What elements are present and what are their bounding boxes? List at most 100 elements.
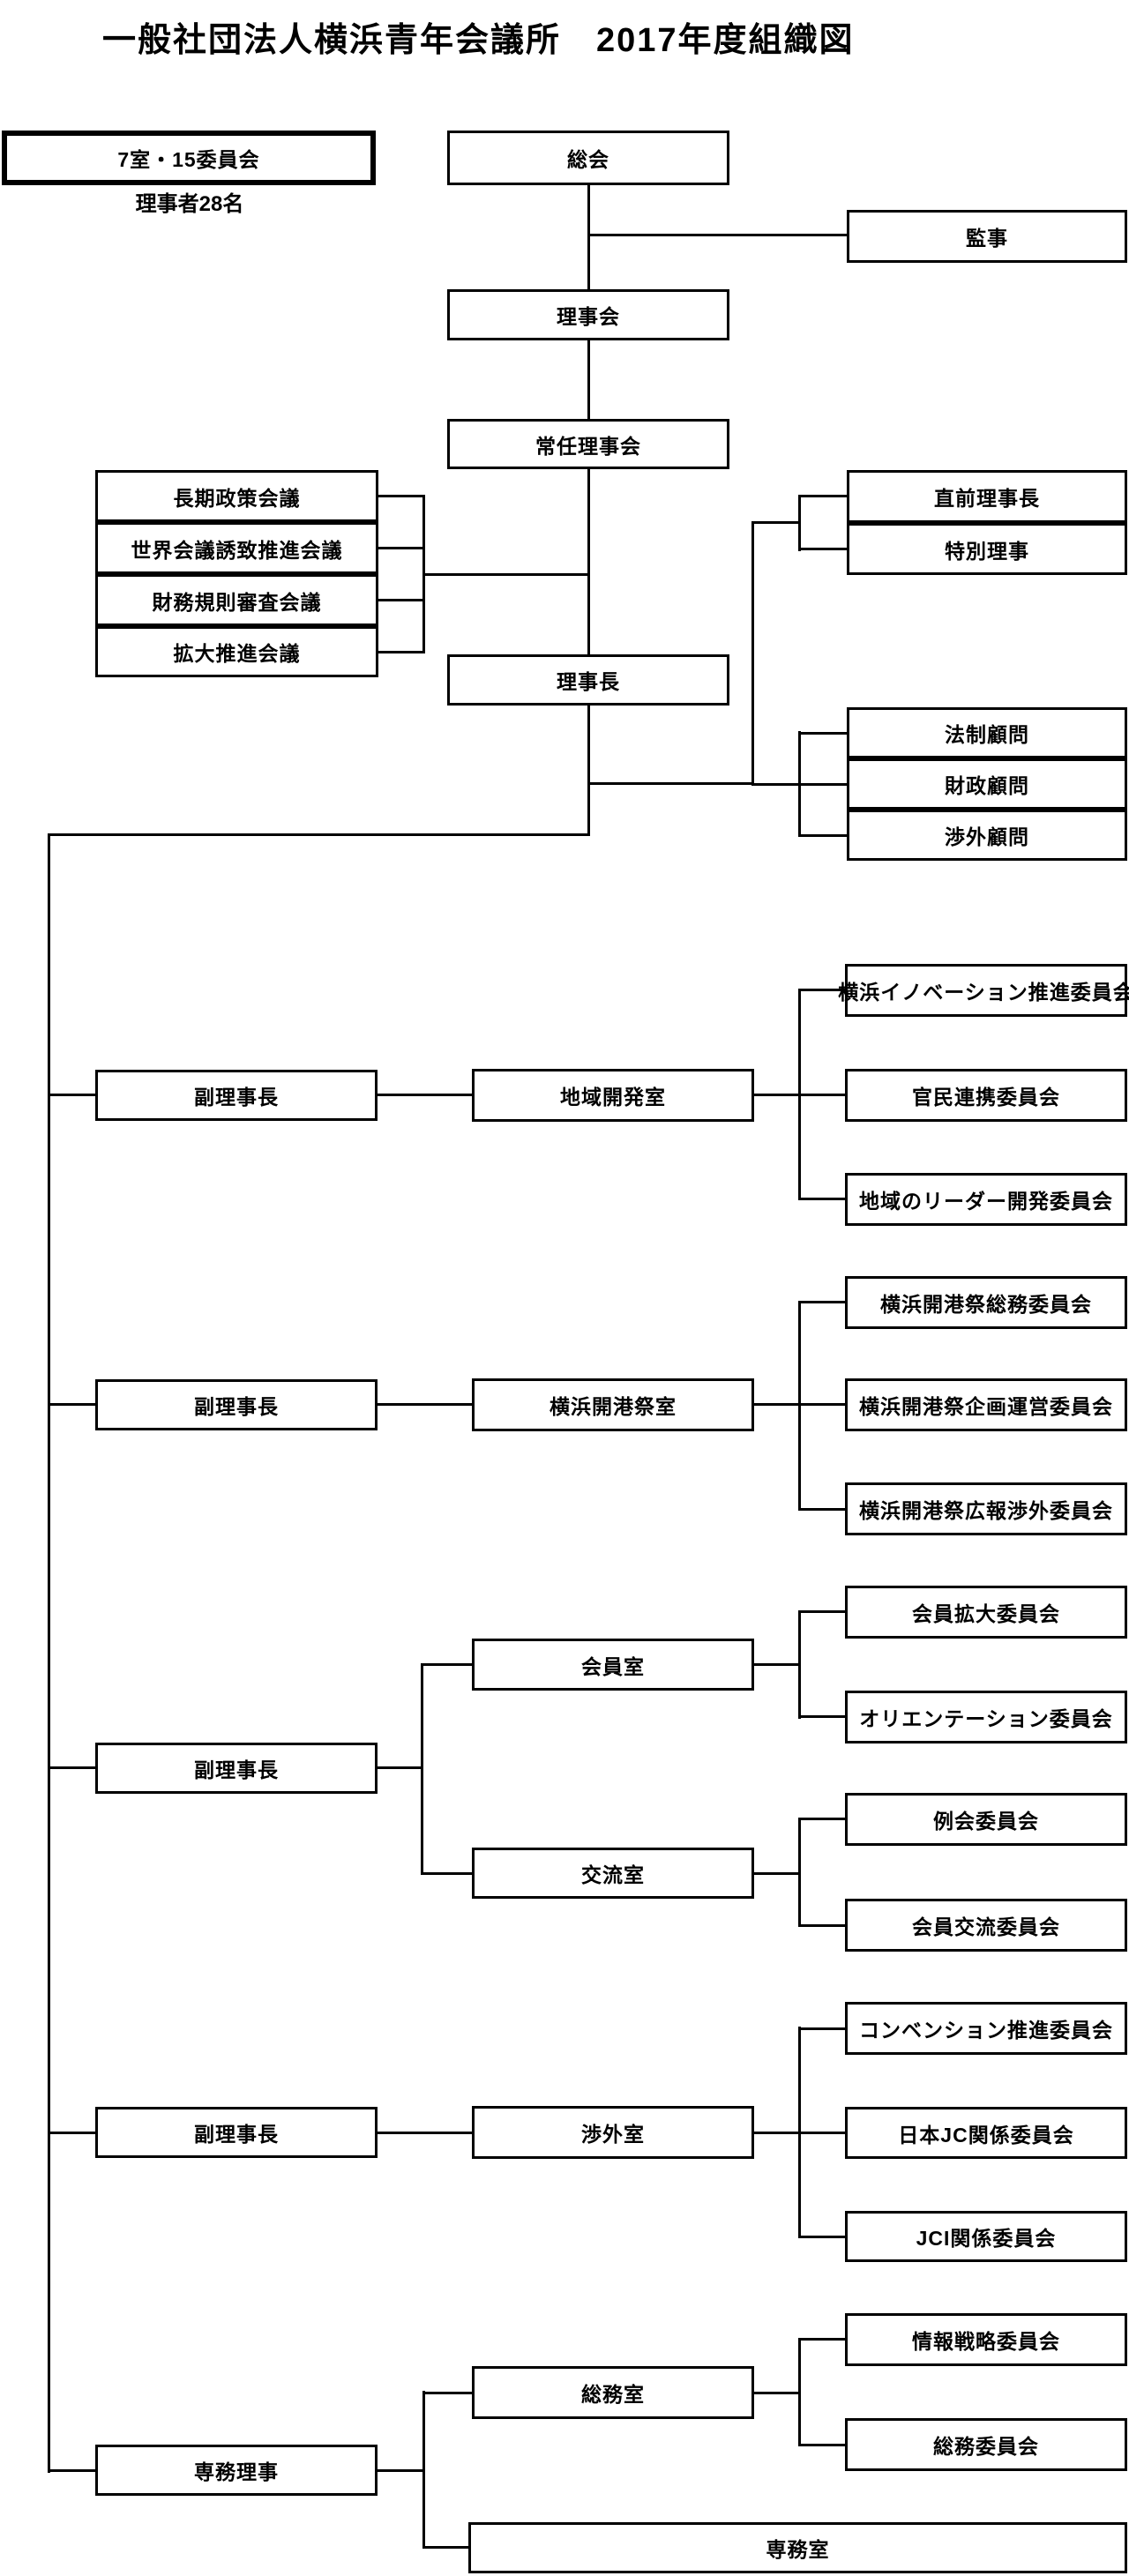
connector-line [753,2392,801,2394]
node-orientation-committee: オリエンテーション委員会 [845,1691,1127,1743]
connector-line [798,1301,847,1303]
connector-line [378,599,425,601]
connector-line [798,1094,847,1096]
node-longterm-policy-council: 長期政策会議 [95,470,378,522]
connector-line [48,2132,97,2134]
connector-line [421,1663,474,1666]
connector-line [798,1403,847,1406]
connector-line [798,1715,847,1718]
connector-line [798,1818,847,1820]
connector-line [587,469,590,656]
connector-line [798,548,847,550]
node-regional-development-office: 地域開発室 [472,1069,754,1122]
node-membership-expansion-committee: 会員拡大委員会 [845,1586,1127,1639]
connector-line [587,234,847,236]
node-port-festival-office: 横浜開港祭室 [472,1378,754,1431]
node-general-affairs-office: 総務室 [472,2366,754,2419]
connector-line [48,1766,97,1769]
node-president: 理事長 [447,654,729,706]
connector-line [378,1094,474,1096]
connector-line [378,651,425,653]
node-vice-president-2: 副理事長 [95,1379,378,1430]
connector-line [422,2392,474,2394]
connector-line [798,834,847,837]
connector-line [798,732,847,735]
node-jci-relations-committee: JCI関係委員会 [845,2211,1127,2262]
connector-line [422,573,589,576]
connector-line [798,1508,847,1511]
node-expansion-council: 拡大推進会議 [95,626,378,677]
connector-line [587,185,590,291]
node-convention-promotion-committee: コンベンション推進委員会 [845,2002,1127,2055]
connector-line [753,1872,801,1875]
node-finance-rules-council: 財務規則審査会議 [95,574,378,626]
node-special-director: 特別理事 [847,523,1127,575]
node-vice-president-3: 副理事長 [95,1743,378,1794]
connector-line [753,1094,801,1096]
connector-line [798,2338,847,2341]
node-general-assembly: 総会 [447,131,729,185]
node-standing-board: 常任理事会 [447,419,729,469]
node-immediate-past-president: 直前理事長 [847,470,1127,523]
node-auditor: 監事 [847,210,1127,263]
connector-line [753,2132,801,2134]
connector-line [378,495,425,497]
connector-line [587,782,754,785]
connector-line [48,1094,97,1096]
connector-line [751,783,847,786]
connector-line [378,1766,423,1769]
connector-line [798,495,847,497]
connector-line [378,2469,425,2472]
connector-line [798,1610,847,1613]
node-exchange-office: 交流室 [472,1848,754,1899]
node-port-festival-pr-committee: 横浜開港祭広報渉外委員会 [845,1482,1127,1535]
connector-line [378,2132,474,2134]
connector-line [587,704,590,836]
node-public-private-committee: 官民連携委員会 [845,1069,1127,1122]
connector-line [751,521,754,786]
connector-line [798,1924,847,1927]
node-port-festival-planning-committee: 横浜開港祭企画運営委員会 [845,1378,1127,1431]
connector-line [751,521,801,524]
connector-line [48,833,590,836]
node-external-affairs-office: 渉外室 [472,2106,754,2159]
connector-line [378,1403,474,1406]
node-vice-president-4: 副理事長 [95,2107,378,2158]
node-regular-meeting-committee: 例会委員会 [845,1793,1127,1846]
connector-line [48,2469,97,2472]
node-yokohama-innovation-committee: 横浜イノベーション推進委員会 [838,964,1129,1017]
board-members-note: 理事者28名 [135,192,244,216]
node-world-conference-council: 世界会議誘致推進会議 [95,522,378,574]
connector-line [798,2027,847,2030]
connector-line [378,547,425,549]
node-executive-office: 専務室 [468,2522,1127,2573]
connector-line [48,834,50,2473]
node-board-of-directors: 理事会 [447,289,729,340]
node-finance-advisor: 財政顧問 [847,758,1127,810]
connector-line [798,2132,847,2134]
node-executive-director: 専務理事 [95,2445,378,2496]
node-summary-box: 7室・15委員会 [2,131,376,185]
connector-line [421,1663,423,1875]
connector-line [798,2236,847,2238]
node-legal-advisor: 法制顧問 [847,707,1127,758]
node-japan-jc-relations-committee: 日本JC関係委員会 [845,2107,1127,2159]
node-external-advisor: 渉外顧問 [847,810,1127,861]
node-membership-office: 会員室 [472,1639,754,1691]
node-information-strategy-committee: 情報戦略委員会 [845,2313,1127,2366]
connector-line [753,1403,801,1406]
connector-line [422,2546,471,2549]
node-regional-leader-committee: 地域のリーダー開発委員会 [845,1173,1127,1226]
node-port-festival-general-affairs-committee: 横浜開港祭総務委員会 [845,1276,1127,1329]
node-general-affairs-committee: 総務委員会 [845,2418,1127,2471]
connector-line [421,1872,474,1875]
connector-line [798,989,847,991]
node-vice-president-1: 副理事長 [95,1070,378,1121]
connector-line [798,1301,801,1511]
connector-line [48,1403,97,1406]
node-member-exchange-committee: 会員交流委員会 [845,1899,1127,1952]
connector-line [798,2444,847,2446]
connector-line [587,340,590,421]
connector-line [798,1198,847,1200]
